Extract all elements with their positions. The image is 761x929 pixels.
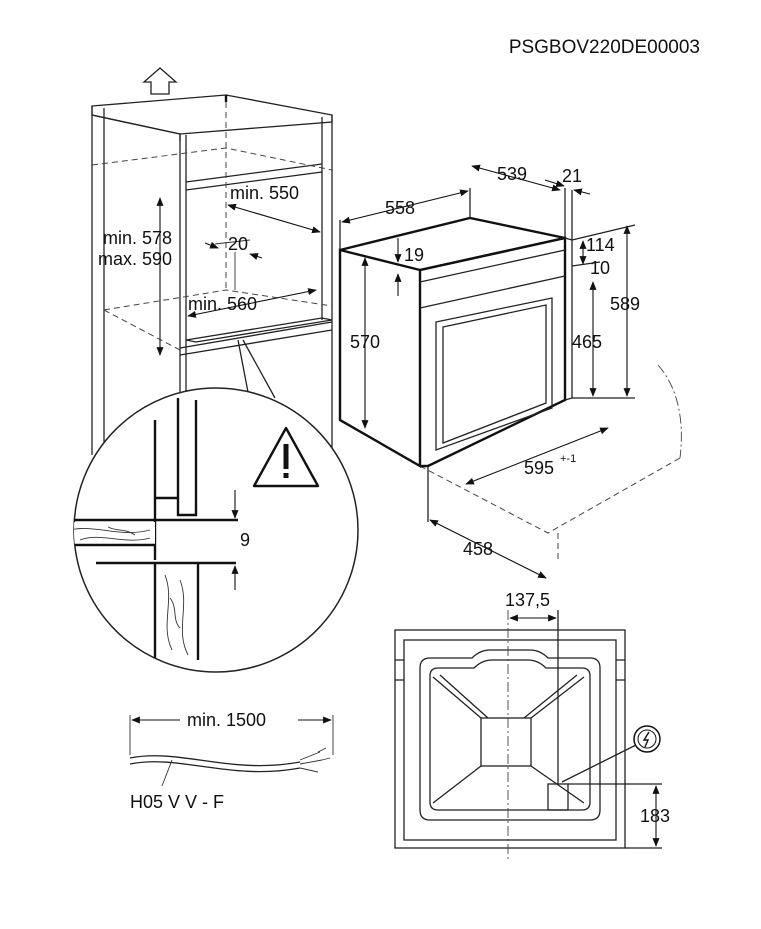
top-offset-label: 19 — [404, 245, 424, 265]
warning-icon — [252, 426, 320, 488]
side-depth-label: 458 — [463, 539, 493, 559]
up-arrow-icon — [142, 67, 178, 95]
detail-gap-label: 9 — [240, 530, 250, 550]
rear-offset-vertical-label: 183 — [640, 806, 670, 826]
niche-depth-label: min. 550 — [230, 183, 299, 203]
oven-drawing: 558 539 21 19 570 114 10 465 589 595 — [338, 164, 682, 579]
niche-height-max-label: max. 590 — [98, 249, 172, 269]
power-connection-icon — [633, 725, 661, 753]
niche-width-label: min. 560 — [188, 294, 257, 314]
cable-length-label: min. 1500 — [187, 710, 266, 730]
cable-type-label: H05 V V - F — [130, 792, 224, 812]
width-label: 595 — [524, 458, 554, 478]
width-tolerance-label: +-1 — [560, 453, 576, 465]
panel-height-label: 114 — [586, 235, 615, 255]
body-height-label: 570 — [350, 332, 380, 352]
panel-gap-label: 10 — [590, 258, 610, 278]
cabinet-niche: min. 578 max. 590 min. 550 20 min. 560 — [91, 67, 333, 470]
vent-gap-label: 20 — [228, 234, 248, 254]
power-cable: min. 1500 H05 V V - F — [129, 710, 334, 812]
front-thickness-label: 21 — [562, 166, 582, 186]
document-code: PSGBOV220DE00003 — [509, 37, 700, 58]
rear-offset-horizontal-label: 137,5 — [505, 590, 550, 610]
oven-body-depth-label: 539 — [497, 164, 527, 184]
door-height-label: 465 — [572, 332, 602, 352]
detail-magnifier: 9 — [73, 387, 359, 673]
oven-rear-view: 137,5 183 — [394, 590, 670, 860]
niche-height-min-label: min. 578 — [103, 228, 172, 248]
oven-depth-label: 558 — [385, 198, 415, 218]
total-height-label: 589 — [610, 294, 640, 314]
